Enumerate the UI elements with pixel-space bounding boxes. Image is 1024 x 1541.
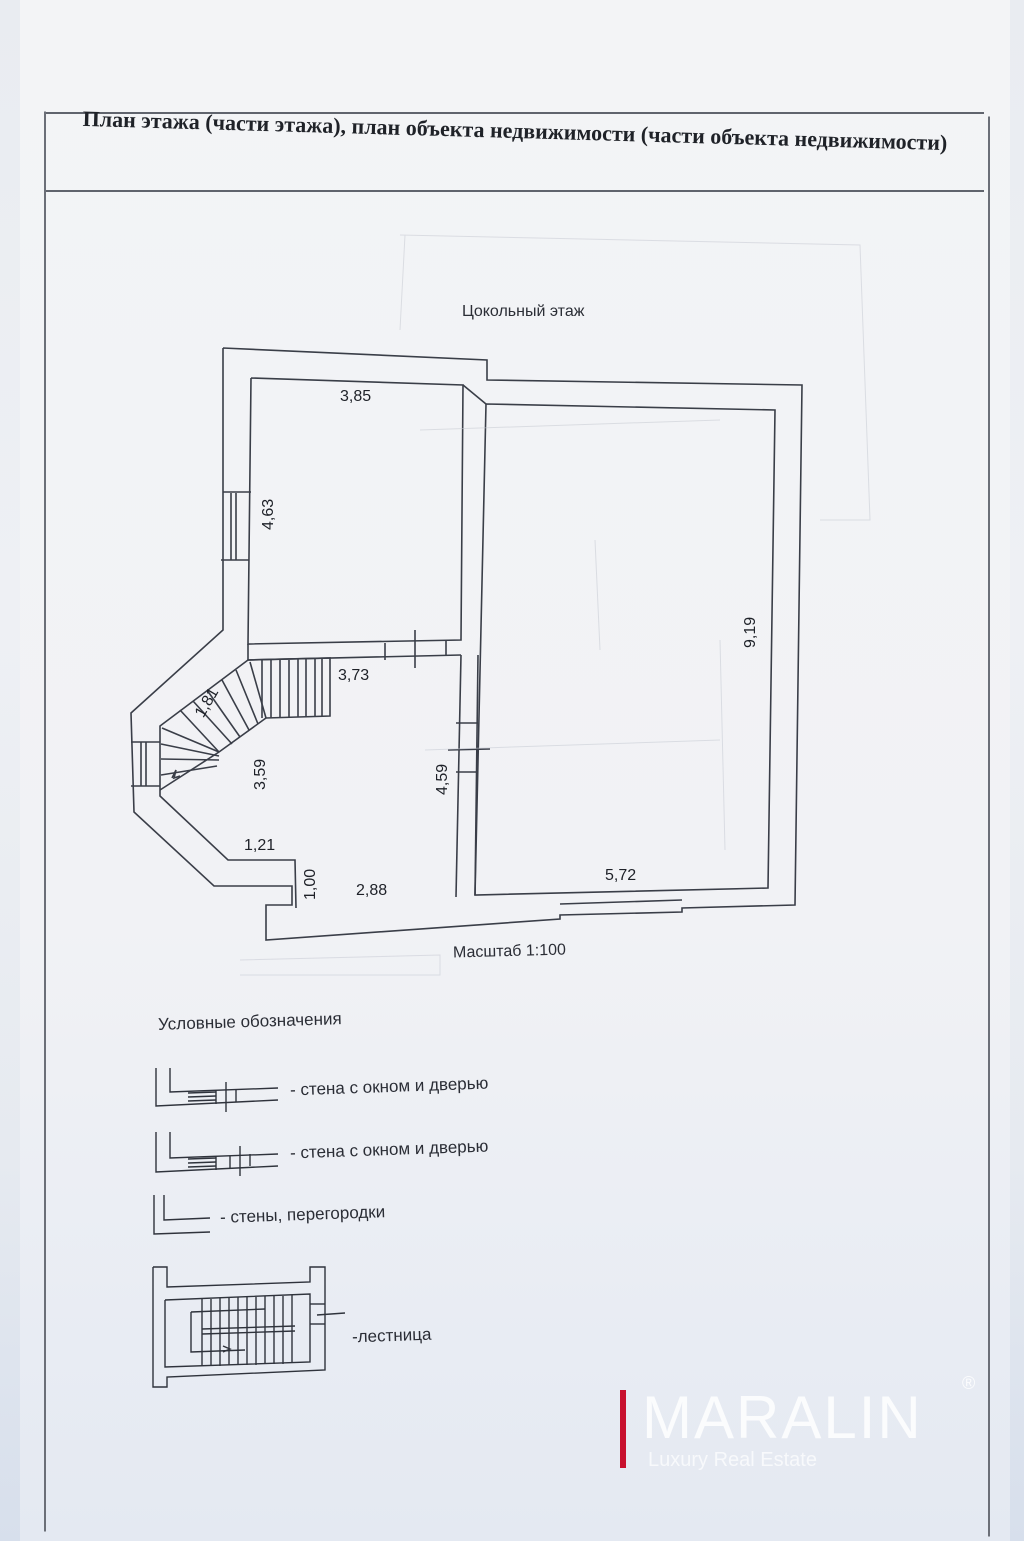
wall-window-door-double-icon [155,1132,279,1176]
dim-room1-width: 3,85 [340,388,372,405]
dim-corridor-height: 4,59 [434,763,451,795]
dim-stair-room-width: 3,73 [338,667,370,684]
legend-label-4: -лестница [351,1324,432,1347]
floor-name: Цокольный этаж [462,303,585,320]
scale-label: Масштаб 1:100 [452,941,567,962]
brand-watermark: MARALIN ® Luxury Real Estate [620,1373,1000,1475]
large-room-inner-wall [474,403,776,896]
wall-partition-icon [153,1195,211,1235]
outer-wall [130,347,803,941]
staircase-icon [152,1266,345,1388]
wall-window-door-icon [155,1068,279,1112]
brand-accent-bar [620,1390,626,1468]
registered-mark: ® [962,1373,976,1393]
dim-room1-height: 4,63 [260,498,277,530]
brand-tagline: Luxury Real Estate [648,1449,817,1471]
title-box [46,112,984,192]
brand-name: MARALIN [642,1384,923,1451]
dim-large-room-height: 9,19 [742,616,759,648]
dim-large-room-width: 5,72 [605,867,637,884]
room-1-inner-wall [247,377,464,645]
dim-niche-width: 1,21 [244,837,276,854]
dim-niche-depth: 1,00 [302,868,319,900]
dim-stair-room-height: 3,59 [252,758,269,790]
dim-bottom-width: 2,88 [356,882,388,899]
